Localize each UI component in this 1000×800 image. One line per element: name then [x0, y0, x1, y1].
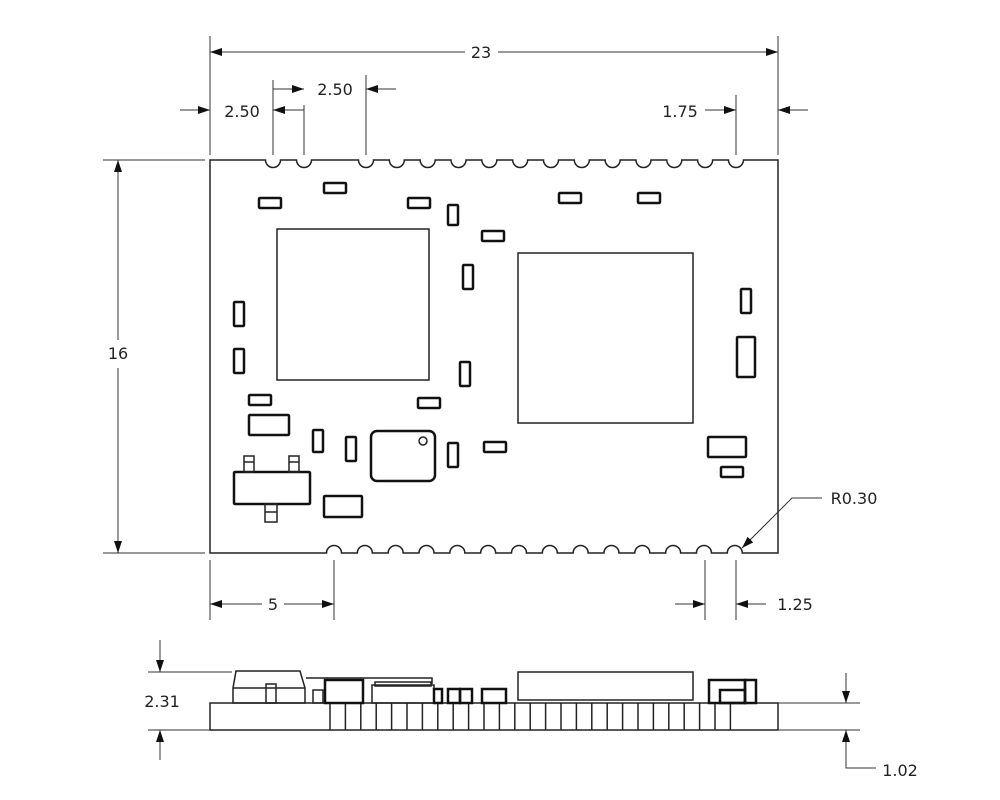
smd-component: [458, 360, 472, 388]
side-ic-chip: [517, 671, 694, 701]
smd-component: [735, 335, 757, 379]
side-dimensions: 2.31 1.02: [144, 640, 918, 780]
smd-component: [257, 196, 283, 210]
smd-component: [416, 396, 442, 410]
dim-right-offset: 1.75: [662, 102, 698, 121]
smd-component: [636, 191, 662, 205]
board-outline: [209, 159, 779, 554]
dim-width: 23: [471, 43, 491, 62]
side-crystal: [371, 684, 435, 704]
dim-height: 16: [108, 344, 128, 363]
smd-component: [557, 191, 583, 205]
smd-component: [461, 263, 475, 291]
smd-component: [446, 441, 460, 469]
side-board: [209, 702, 779, 731]
dim-pitch-left: 2.50: [224, 102, 260, 121]
ic-chip-left: [276, 228, 430, 381]
dim-bottom-pitch: 1.25: [777, 595, 813, 614]
smd-component: [739, 287, 753, 315]
sot-transistor: [232, 455, 312, 523]
components: [232, 181, 757, 523]
smd-component: [247, 393, 273, 407]
smd-component: [706, 435, 748, 459]
smd-component: [322, 181, 348, 195]
pin1-marker: [418, 436, 428, 446]
side-pins: [329, 703, 732, 730]
side-transistor: [232, 670, 306, 704]
smd-component: [719, 465, 745, 479]
dim-bottom-left: 5: [268, 595, 278, 614]
smd-component: [446, 203, 460, 227]
crystal: [369, 429, 437, 483]
dimensions: 23 2.50 2.50 1.75 16 5 1.25 R0.30: [103, 36, 877, 620]
smd-component: [232, 300, 246, 328]
board-side-view: [209, 670, 779, 731]
smd-component: [480, 229, 506, 243]
dim-radius: R0.30: [831, 489, 878, 508]
dim-side-height: 2.31: [144, 692, 180, 711]
smd-component: [406, 196, 432, 210]
dim-pitch-second: 2.50: [317, 80, 353, 99]
smd-component: [311, 428, 325, 454]
smd-component: [344, 435, 358, 463]
dim-thickness: 1.02: [882, 761, 918, 780]
smd-component: [322, 494, 364, 519]
smd-component: [247, 413, 291, 437]
smd-component: [232, 347, 246, 375]
ic-chip-right: [517, 252, 694, 424]
smd-component: [482, 440, 508, 454]
board-top-view: [209, 159, 779, 554]
